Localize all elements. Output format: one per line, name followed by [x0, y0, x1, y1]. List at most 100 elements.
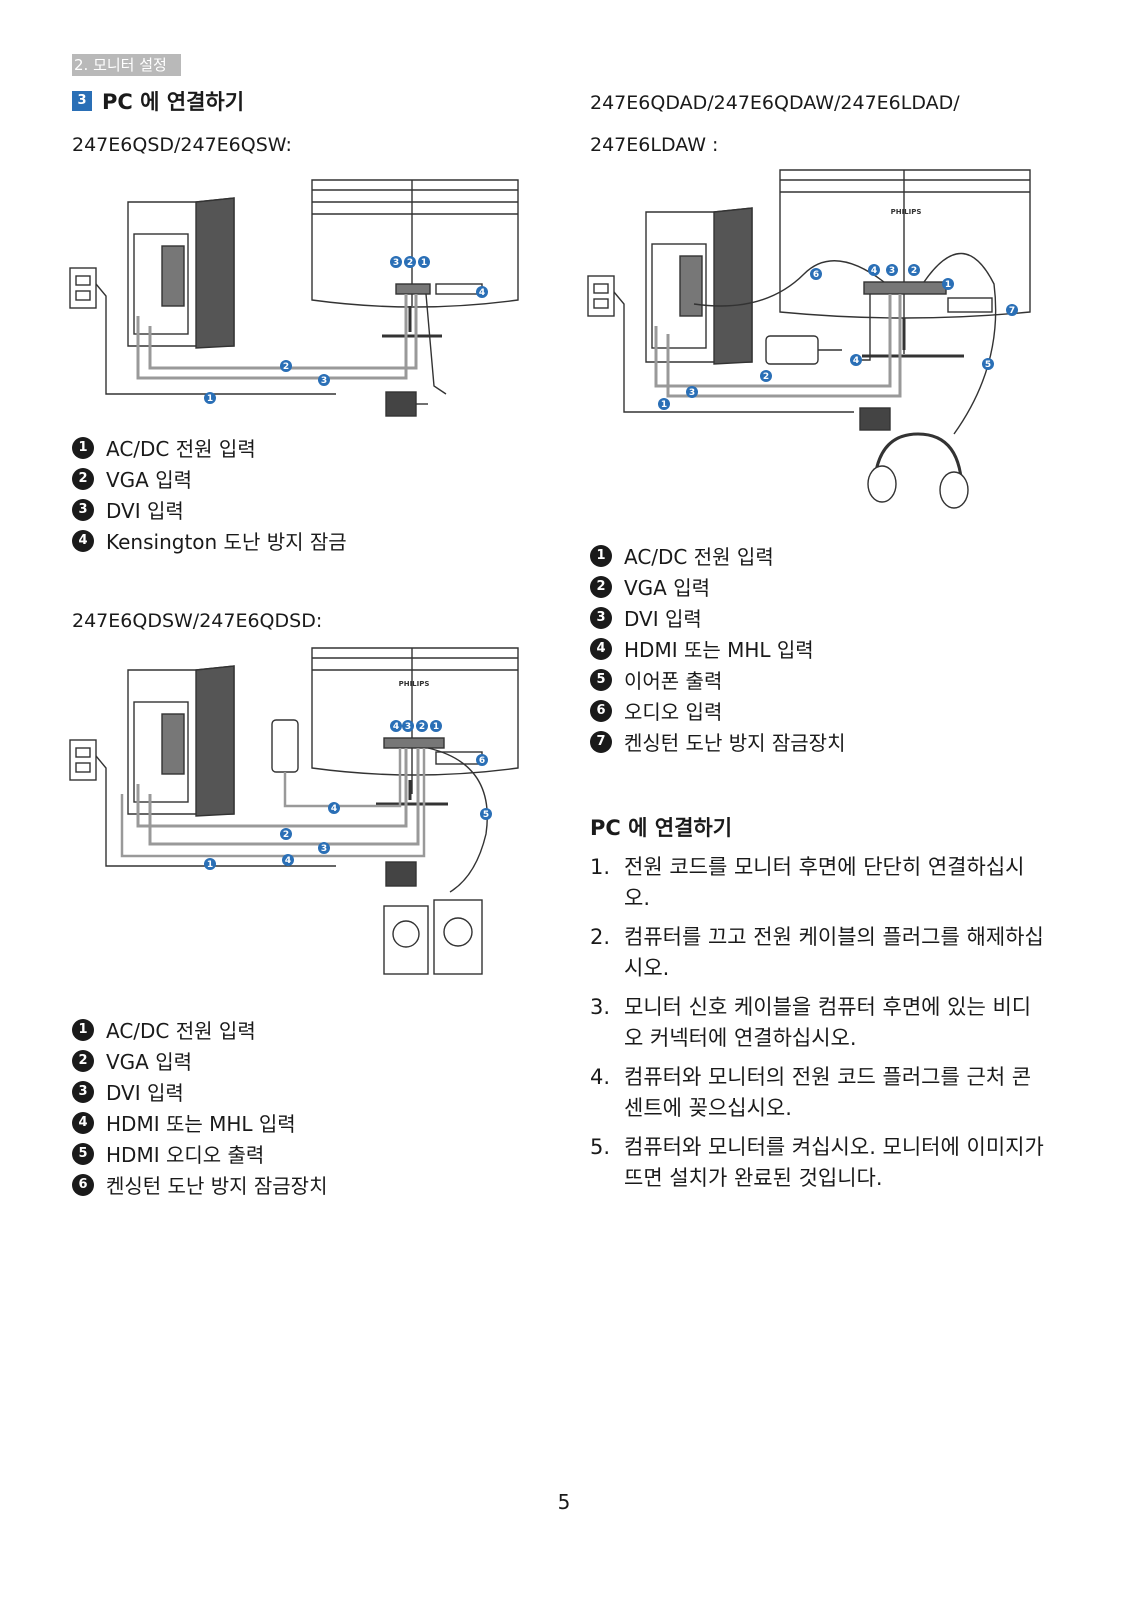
legend-text: DVI 입력 [106, 499, 184, 523]
subheading: PC 에 연결하기 [590, 816, 733, 840]
legend-number: 6 [72, 1173, 94, 1196]
legend-number: 1 [590, 544, 612, 567]
legend-number: 4 [590, 637, 612, 660]
svg-text:3: 3 [689, 388, 695, 398]
legend-number: 3 [590, 606, 612, 629]
section-title: PC 에 연결하기 [102, 90, 245, 114]
legend-item: 1 AC/DC 전원 입력 [590, 540, 845, 571]
svg-text:3: 3 [321, 376, 327, 386]
legend-item: 4 Kensington 도난 방지 잠금 [72, 525, 347, 556]
svg-text:1: 1 [207, 394, 213, 404]
legend-number: 5 [590, 668, 612, 691]
svg-text:2: 2 [911, 266, 917, 276]
legend-text: Kensington 도난 방지 잠금 [106, 530, 347, 554]
legend-item: 7 켄싱턴 도난 방지 잠금장치 [590, 726, 845, 757]
legend-number: 3 [72, 1080, 94, 1103]
legend-item: 5 HDMI 오디오 출력 [72, 1138, 327, 1169]
legend-text: AC/DC 전원 입력 [106, 437, 256, 461]
svg-text:6: 6 [813, 270, 819, 280]
svg-text:4: 4 [285, 856, 291, 866]
connection-diagram-2: 4 3 2 1 6 4 5 2 3 4 1 PHILIPS [69, 647, 519, 975]
svg-text:7: 7 [1009, 306, 1015, 316]
model-label-1: 247E6QSD/247E6QSW: [72, 134, 292, 156]
legend-number: 7 [590, 730, 612, 753]
legend-text: VGA 입력 [106, 468, 193, 492]
step-item: 4. 컴퓨터와 모니터의 전원 코드 플러그를 근처 콘센트에 꽂으십시오. [590, 1062, 1050, 1124]
legend-text: DVI 입력 [624, 607, 702, 631]
legend-text: 오디오 입력 [624, 700, 723, 724]
steps-list: 1.전원 코드를 모니터 후면에 단단히 연결하십시오. 2.컴퓨터를 끄고 전… [590, 852, 1050, 1202]
svg-text:4: 4 [479, 288, 485, 298]
step-item: 2. 컴퓨터를 끄고 전원 케이블의 플러그를 해제하십시오. [590, 922, 1050, 984]
svg-text:1: 1 [421, 258, 427, 268]
legend-number: 2 [590, 575, 612, 598]
step-item: 3. 모니터 신호 케이블을 컴퓨터 후면에 있는 비디오 커넥터에 연결하십시오… [590, 992, 1050, 1054]
legend-number: 2 [72, 467, 94, 490]
svg-text:3: 3 [405, 722, 411, 732]
brand-logo: PHILIPS [891, 208, 922, 216]
legend-text: AC/DC 전원 입력 [624, 545, 774, 569]
step-text: 모니터 신호 케이블을 컴퓨터 후면에 있는 비디오 커넥터에 연결하십시오. [624, 995, 1032, 1050]
legend-text: HDMI 또는 MHL 입력 [624, 638, 814, 662]
legend-text: HDMI 또는 MHL 입력 [106, 1112, 296, 1136]
legend-number: 5 [72, 1142, 94, 1165]
model-label-3a: 247E6QDAD/247E6QDAW/247E6LDAD/ [590, 92, 960, 114]
legend-number: 4 [72, 1111, 94, 1134]
step-text: 컴퓨터와 모니터의 전원 코드 플러그를 근처 콘센트에 꽂으십시오. [624, 1065, 1032, 1120]
legend-text: VGA 입력 [624, 576, 711, 600]
step-number: 5. [590, 1135, 611, 1159]
legend-number: 1 [72, 1018, 94, 1041]
legend-text: AC/DC 전원 입력 [106, 1019, 256, 1043]
model-label-3b: 247E6LDAW : [590, 134, 719, 156]
svg-text:1: 1 [945, 280, 951, 290]
step-item: 5. 컴퓨터와 모니터를 켜십시오. 모니터에 이미지가 뜨면 설치가 완료된 것… [590, 1132, 1050, 1194]
step-number: 3. [590, 995, 611, 1019]
legend-text: DVI 입력 [106, 1081, 184, 1105]
section-heading: 3 PC 에 연결하기 [72, 86, 244, 116]
legend-item: 4 HDMI 또는 MHL 입력 [590, 633, 845, 664]
legend-item: 1 AC/DC 전원 입력 [72, 1014, 327, 1045]
svg-text:2: 2 [407, 258, 413, 268]
legend-item: 2 VGA 입력 [72, 463, 347, 494]
connection-diagram-3: 4 3 2 1 6 7 4 5 2 3 1 PHILIPS [587, 169, 1031, 509]
legend-text: 켄싱턴 도난 방지 잠금장치 [106, 1174, 328, 1198]
legend-item: 3 DVI 입력 [72, 494, 347, 525]
svg-text:5: 5 [483, 810, 489, 820]
svg-text:2: 2 [763, 372, 769, 382]
connection-diagram-1: 3 2 1 4 2 3 1 [69, 179, 519, 417]
step-text: 전원 코드를 모니터 후면에 단단히 연결하십시오. [624, 855, 1025, 910]
legend-item: 4 HDMI 또는 MHL 입력 [72, 1107, 327, 1138]
svg-text:3: 3 [889, 266, 895, 276]
legend-number: 3 [72, 498, 94, 521]
legend-text: 켄싱턴 도난 방지 잠금장치 [624, 731, 846, 755]
legend-text: VGA 입력 [106, 1050, 193, 1074]
step-number: 2. [590, 925, 611, 949]
svg-text:3: 3 [321, 844, 327, 854]
svg-text:2: 2 [283, 362, 289, 372]
svg-text:4: 4 [393, 722, 399, 732]
step-text: 컴퓨터를 끄고 전원 케이블의 플러그를 해제하십시오. [624, 925, 1044, 980]
legend-text: HDMI 오디오 출력 [106, 1143, 265, 1167]
step-number: 4. [590, 1065, 611, 1089]
legend-3: 1 AC/DC 전원 입력 2 VGA 입력 3 DVI 입력 4 HDMI 또는 MH… [590, 540, 845, 757]
legend-item: 6 켄싱턴 도난 방지 잠금장치 [72, 1169, 327, 1200]
legend-item: 3 DVI 입력 [590, 602, 845, 633]
svg-text:4: 4 [871, 266, 877, 276]
section-tab: 2. 모니터 설정 [72, 54, 181, 76]
step-text: 컴퓨터와 모니터를 켜십시오. 모니터에 이미지가 뜨면 설치가 완료된 것입니… [624, 1135, 1044, 1190]
legend-number: 4 [72, 529, 94, 552]
legend-item: 3 DVI 입력 [72, 1076, 327, 1107]
legend-item: 5 이어폰 출력 [590, 664, 845, 695]
svg-text:5: 5 [985, 360, 991, 370]
model-label-2: 247E6QDSW/247E6QDSD: [72, 610, 323, 632]
svg-text:1: 1 [207, 860, 213, 870]
brand-logo: PHILIPS [399, 680, 430, 688]
legend-text: 이어폰 출력 [624, 669, 723, 693]
svg-text:1: 1 [661, 400, 667, 410]
svg-text:3: 3 [393, 258, 399, 268]
svg-text:1: 1 [433, 722, 439, 732]
